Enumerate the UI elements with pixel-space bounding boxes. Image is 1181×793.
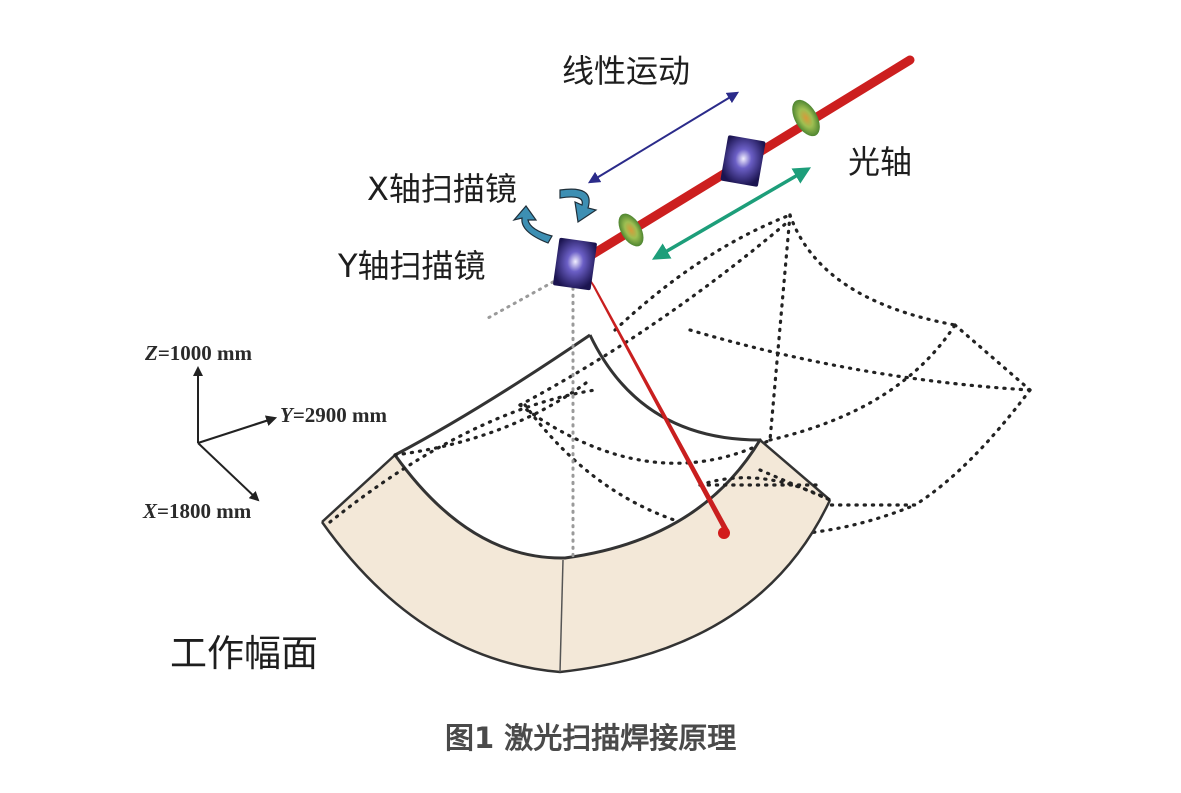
x-mirror-rotation-arrow	[559, 188, 598, 224]
x-mirror-label: X轴扫描镜	[367, 170, 517, 208]
y-axis-label: Y=2900 mm	[280, 403, 388, 427]
z-axis-label: Z=1000 mm	[144, 341, 253, 365]
work-surface-label: 工作幅面	[170, 632, 318, 675]
coordinate-axes	[193, 366, 278, 502]
linear-motion-label: 线性运动	[562, 52, 690, 90]
optical-axis-label: 光轴	[848, 143, 912, 181]
scan-grid-front	[328, 378, 832, 524]
x-axis-label: X=1800 mm	[142, 499, 252, 523]
scan-volume-outline	[518, 213, 1032, 557]
optical-axis-arrow	[651, 167, 812, 260]
focus-lens	[618, 213, 644, 247]
work-surface	[320, 333, 832, 674]
y-mirror-label: Y轴扫描镜	[337, 247, 486, 285]
y-mirror-rotation-arrow	[512, 205, 553, 244]
figure-caption: 图1 激光扫描焊接原理	[445, 721, 736, 755]
linear-motion-arrow	[587, 91, 740, 184]
laser-spot	[718, 527, 730, 539]
mirror-ref-line	[486, 280, 555, 320]
collimator-lens	[792, 99, 820, 137]
y-scan-mirror	[553, 237, 597, 291]
x-scan-mirror	[720, 135, 766, 187]
